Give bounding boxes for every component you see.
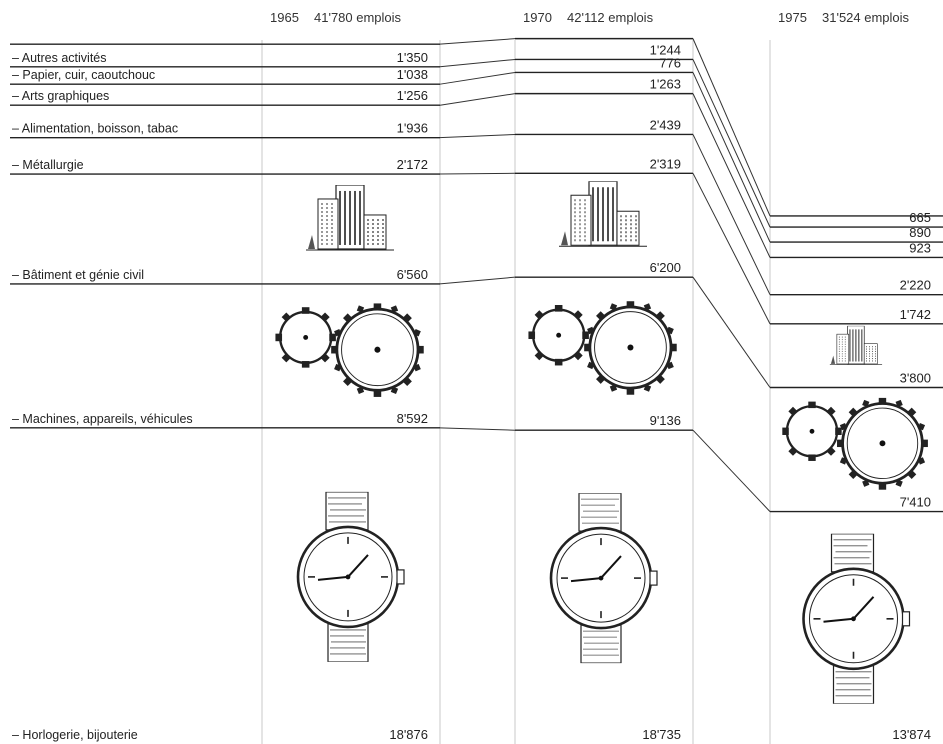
year-label-1970: 1970 [523, 10, 552, 25]
watch-icon-1965 [296, 491, 406, 662]
connector-0-4 [439, 133, 516, 139]
year-label-1975: 1975 [778, 10, 807, 25]
value-label-1970-3: 2'439 [650, 117, 681, 132]
connector-0-5 [439, 172, 516, 175]
value-label-1970-4: 2'319 [650, 156, 681, 171]
value-label-1975-2: 923 [909, 240, 931, 255]
value-label-1965-1: 1'038 [397, 67, 428, 82]
value-label-1970-7: 18'735 [642, 727, 681, 742]
value-label-1970-5: 6'200 [650, 260, 681, 275]
year-total-1970: 42'112 emplois [567, 10, 654, 25]
connector-0-1 [439, 58, 516, 68]
value-label-1975-5: 3'800 [900, 370, 931, 385]
year-label-1965: 1965 [270, 10, 299, 25]
connector-1-1 [692, 59, 771, 228]
value-label-1970-2: 1'263 [650, 77, 681, 92]
connector-0-2 [439, 71, 516, 85]
connector-1-5 [692, 173, 771, 325]
connector-1-3 [692, 93, 771, 258]
year-total-1975: 31'524 emplois [822, 10, 910, 25]
watch-icon-1970 [549, 493, 659, 664]
building-icon-1975 [829, 325, 883, 365]
gears-icon-1970 [527, 299, 679, 397]
value-label-1965-0: 1'350 [397, 50, 428, 65]
value-label-1975-4: 1'742 [900, 307, 931, 322]
connector-1-0 [692, 38, 771, 217]
connector-1-4 [692, 134, 771, 295]
category-label-4: – Métallurgie [12, 158, 84, 172]
value-label-1970-0: 1'244 [650, 42, 681, 57]
value-label-1965-4: 2'172 [397, 157, 428, 172]
category-label-1: – Papier, cuir, caoutchouc [12, 68, 155, 82]
connector-1-7 [692, 429, 771, 512]
value-label-1975-7: 13'874 [892, 727, 931, 742]
building-icon-1970 [559, 181, 648, 248]
connector-0-3 [439, 93, 516, 106]
value-label-1970-6: 9'136 [650, 413, 681, 428]
category-label-2: – Arts graphiques [12, 89, 109, 103]
building-icon-1965 [306, 184, 395, 251]
value-label-1975-3: 2'220 [900, 278, 931, 293]
value-label-1975-1: 890 [909, 225, 931, 240]
value-label-1965-5: 6'560 [397, 267, 428, 282]
value-label-1965-2: 1'256 [397, 88, 428, 103]
value-label-1975-6: 7'410 [900, 495, 931, 510]
connector-0-6 [439, 276, 516, 285]
connector-1-2 [692, 72, 771, 243]
year-total-1965: 41'780 emplois [314, 10, 402, 25]
category-label-3: – Alimentation, boisson, tabac [12, 122, 178, 136]
gears-icon-1965 [274, 302, 426, 399]
value-label-1965-6: 8'592 [397, 411, 428, 426]
connector-0-0 [439, 38, 516, 45]
value-label-1975-0: 665 [909, 210, 931, 225]
value-label-1965-3: 1'936 [397, 121, 428, 136]
value-label-1965-7: 18'876 [389, 727, 428, 742]
category-label-6: – Machines, appareils, véhicules [12, 412, 193, 426]
category-label-7: – Horlogerie, bijouterie [12, 728, 138, 742]
category-label-5: – Bâtiment et génie civil [12, 268, 144, 282]
connector-1-6 [692, 276, 771, 388]
category-label-0: – Autres activités [12, 51, 107, 65]
connector-0-7 [439, 427, 516, 431]
value-label-1970-1: 776 [659, 55, 681, 70]
watch-icon-1975 [802, 533, 911, 704]
gears-icon-1975 [780, 396, 930, 492]
